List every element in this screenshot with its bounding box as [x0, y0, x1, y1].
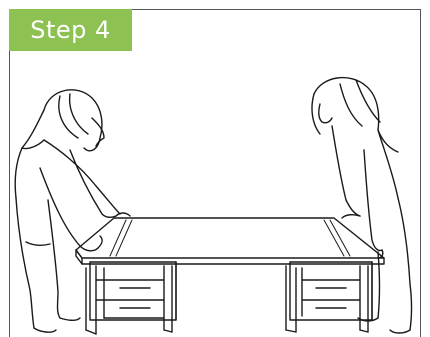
left-person: [15, 90, 130, 332]
assembly-illustration: [10, 10, 420, 337]
right-person: [312, 78, 412, 333]
left-drawer-base: [86, 262, 176, 334]
table-panel: [76, 218, 384, 264]
step-label: Step 4: [30, 16, 111, 44]
panel-border-right: [420, 9, 421, 337]
step-badge: Step 4: [9, 9, 132, 51]
right-drawer-base: [286, 262, 372, 332]
panel-border-left: [9, 9, 10, 337]
